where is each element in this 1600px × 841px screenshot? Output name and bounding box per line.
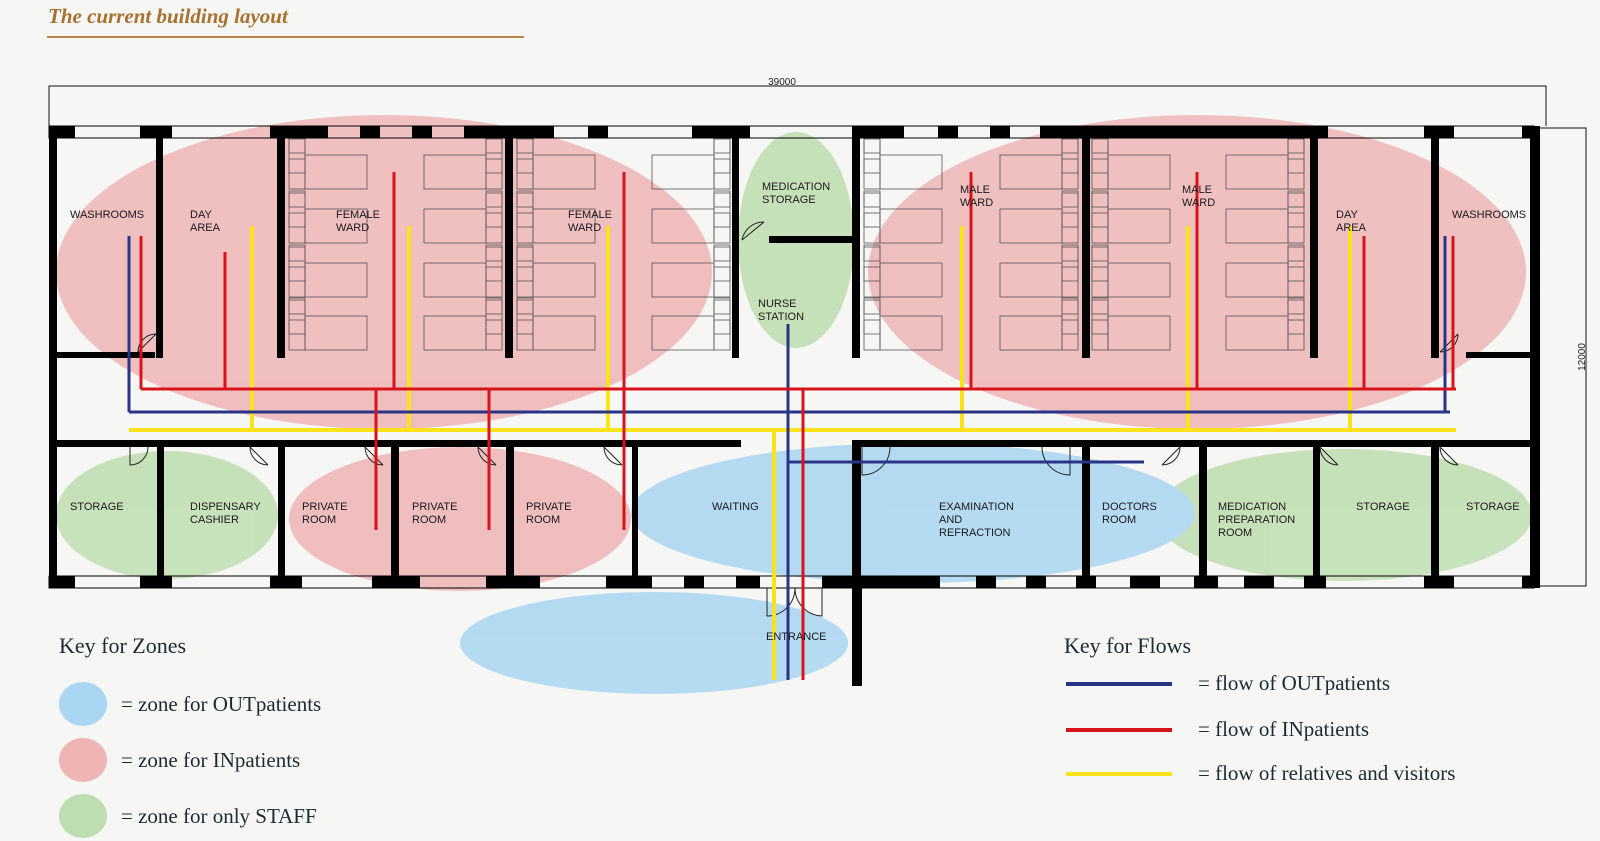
staff-zone-swatch: [59, 794, 107, 838]
flow-key-outpatients: = flow of OUTpatients: [1066, 671, 1390, 696]
walls: [48, 125, 1540, 686]
flows: [127, 172, 1456, 680]
flow-key-label: = flow of INpatients: [1198, 717, 1370, 741]
room-label-entrance: ENTRANCE: [766, 631, 827, 643]
zone-key-label: = zone for only STAFF: [121, 803, 317, 828]
zone-key-staff: = zone for only STAFF: [59, 794, 317, 838]
room-label-washrooms-right: WASHROOMS: [1452, 209, 1526, 221]
page-title: The current building layout: [48, 4, 288, 28]
zone-outpatient-entrance: [460, 592, 848, 694]
flow-key-title: Key for Flows: [1064, 633, 1192, 658]
room-label-storage-right-2: STORAGE: [1466, 501, 1520, 513]
flow-inpatients: [139, 172, 1456, 680]
zone-key-label: = zone for OUTpatients: [121, 691, 322, 716]
outpatient-flow-swatch: [1066, 681, 1172, 686]
flow-outpatients: [127, 236, 1450, 680]
zone-staff-storage-dispensary: [56, 451, 278, 579]
zone-key-inpatients: = zone for INpatients: [59, 738, 300, 782]
dimension-width: 39000: [768, 77, 796, 88]
zone-key-label: = zone for INpatients: [121, 747, 301, 772]
beds: [288, 136, 1305, 351]
zone-key-outpatients: = zone for OUTpatients: [59, 682, 321, 726]
room-label-storage-left: STORAGE: [70, 501, 124, 513]
flow-key-inpatients: = flow of INpatients: [1066, 717, 1369, 742]
zone-staff-storage-right: [1156, 449, 1532, 581]
dimension-height: 12000: [1577, 343, 1588, 371]
inpatient-zone-swatch: [59, 738, 107, 782]
dimensions: [48, 85, 1587, 587]
zone-inpatient-private-rooms: [289, 447, 631, 591]
flow-key-visitors: = flow of relatives and visitors: [1066, 761, 1455, 786]
flow-key-label: = flow of relatives and visitors: [1198, 761, 1456, 785]
zone-key-title: Key for Zones: [59, 633, 187, 658]
zone-inpatient-female-wards: [56, 115, 712, 429]
inpatient-flow-swatch: [1066, 727, 1172, 732]
doors: [129, 221, 1459, 617]
outpatient-zone-swatch: [59, 682, 107, 726]
flow-key-label: = flow of OUTpatients: [1198, 671, 1391, 695]
room-label-storage-right-1: STORAGE: [1356, 501, 1410, 513]
flow-visitors: [129, 226, 1456, 680]
visitor-flow-swatch: [1066, 771, 1172, 776]
zone-outpatient-clinic: [631, 443, 1195, 583]
room-label-waiting: WAITING: [712, 501, 759, 513]
title-underline: [47, 36, 524, 38]
room-label-washrooms-left: WASHROOMS: [70, 209, 144, 221]
